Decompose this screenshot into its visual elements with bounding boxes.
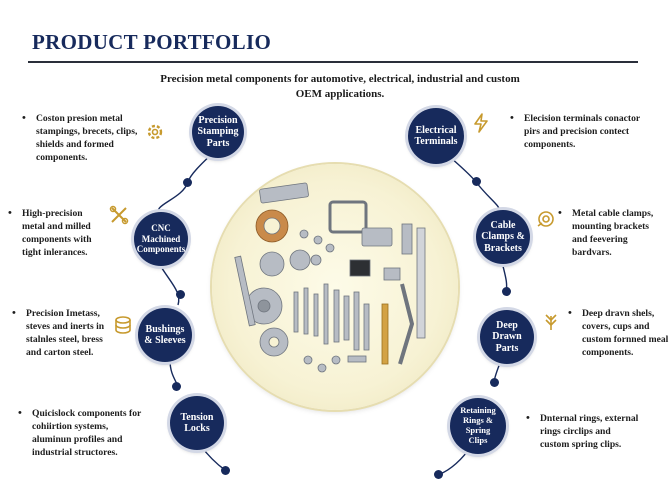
stamping-description: • Coston presion metal stampings, brecet… <box>22 112 160 164</box>
cable-clamps-description-text: Metal cable clamps, mounting brackets an… <box>572 208 654 258</box>
connector-dot <box>472 177 481 186</box>
node-cnc-machined-components[interactable]: CNC Machined Components <box>134 212 188 266</box>
connector-dot <box>172 382 181 391</box>
node-bushings-sleeves[interactable]: Bushings & Sleeves <box>138 308 192 362</box>
node-electrical-terminals[interactable]: Electrical Terminals <box>408 108 464 164</box>
node-cnc-label: CNC Machined Components <box>136 223 186 255</box>
gear-icon <box>147 124 163 140</box>
node-electrical-label: Electrical Terminals <box>414 124 458 148</box>
node-tension-locks[interactable]: Tension Locks <box>170 396 224 450</box>
stack-icon <box>115 316 131 334</box>
retaining-rings-description: • Dnternal rings, external rings circlip… <box>526 412 668 451</box>
tension-locks-description: • Quicislock components for cohiirtion s… <box>18 407 162 459</box>
wheat-icon <box>545 314 557 330</box>
node-cable-clamps-brackets[interactable]: Cable Clamps & Brackets <box>476 210 530 264</box>
connector-dot <box>490 378 499 387</box>
lightning-icon <box>474 113 488 133</box>
node-retaining-rings-label: Retaining Rings & Spring Clips <box>460 405 496 445</box>
node-bushings-label: Bushings & Sleeves <box>144 323 186 347</box>
electrical-description-text: Elecision terminals conactor pirs and pr… <box>524 113 641 150</box>
bushings-description: • Precision Imetass, steves and inerts i… <box>12 307 134 359</box>
stamping-description-text: Coston presion metal stampings, brecets,… <box>36 113 138 163</box>
node-retaining-rings-spring-clips[interactable]: Retaining Rings & Spring Clips <box>450 398 506 454</box>
connector-dot <box>221 466 230 475</box>
subtitle: Precision metal components for automotiv… <box>140 72 540 102</box>
connector-dot <box>502 287 511 296</box>
clamp-icon <box>537 211 554 227</box>
connector-dot <box>434 470 443 479</box>
subtitle-line-2: OEM applications. <box>295 88 385 100</box>
deep-drawn-description: • Deep dravn shels, covers, cups and cus… <box>568 307 669 358</box>
cable-clamps-description: • Metal cable clamps, mounting brackets … <box>558 207 668 259</box>
node-precision-stamping-label: Precision Stamping Parts <box>197 114 239 149</box>
bushings-description-text: Precision Imetass, steves and inerts in … <box>26 308 105 358</box>
cnc-description-text: High-precision metal and milled componen… <box>22 208 92 258</box>
node-cable-clamps-label: Cable Clamps & Brackets <box>481 219 525 254</box>
retaining-rings-description-text: Dnternal rings, external rings circlips … <box>540 413 639 450</box>
cnc-description: • High-precision metal and milled compon… <box>8 207 122 259</box>
node-tension-locks-label: Tension Locks <box>180 411 214 435</box>
connector-dot <box>183 178 192 187</box>
electrical-description: • Elecision terminals conactor pirs and … <box>510 112 664 151</box>
deep-drawn-description-text: Deep dravn shels, covers, cups and custo… <box>582 308 669 358</box>
node-deep-drawn-parts[interactable]: Deep Drawn Parts <box>480 310 534 364</box>
tension-locks-description-text: Quicislock components for cohiirtion sys… <box>32 408 142 458</box>
title-divider <box>28 61 638 63</box>
parts-collage-image <box>212 164 458 410</box>
connector-dot <box>176 290 185 299</box>
tools-icon <box>109 205 129 225</box>
page-title: PRODUCT PORTFOLIO <box>32 30 272 54</box>
node-deep-drawn-label: Deep Drawn Parts <box>492 319 522 354</box>
subtitle-line-1: Precision metal components for automotiv… <box>160 73 520 85</box>
node-precision-stamping-parts[interactable]: Precision Stamping Parts <box>192 106 244 158</box>
